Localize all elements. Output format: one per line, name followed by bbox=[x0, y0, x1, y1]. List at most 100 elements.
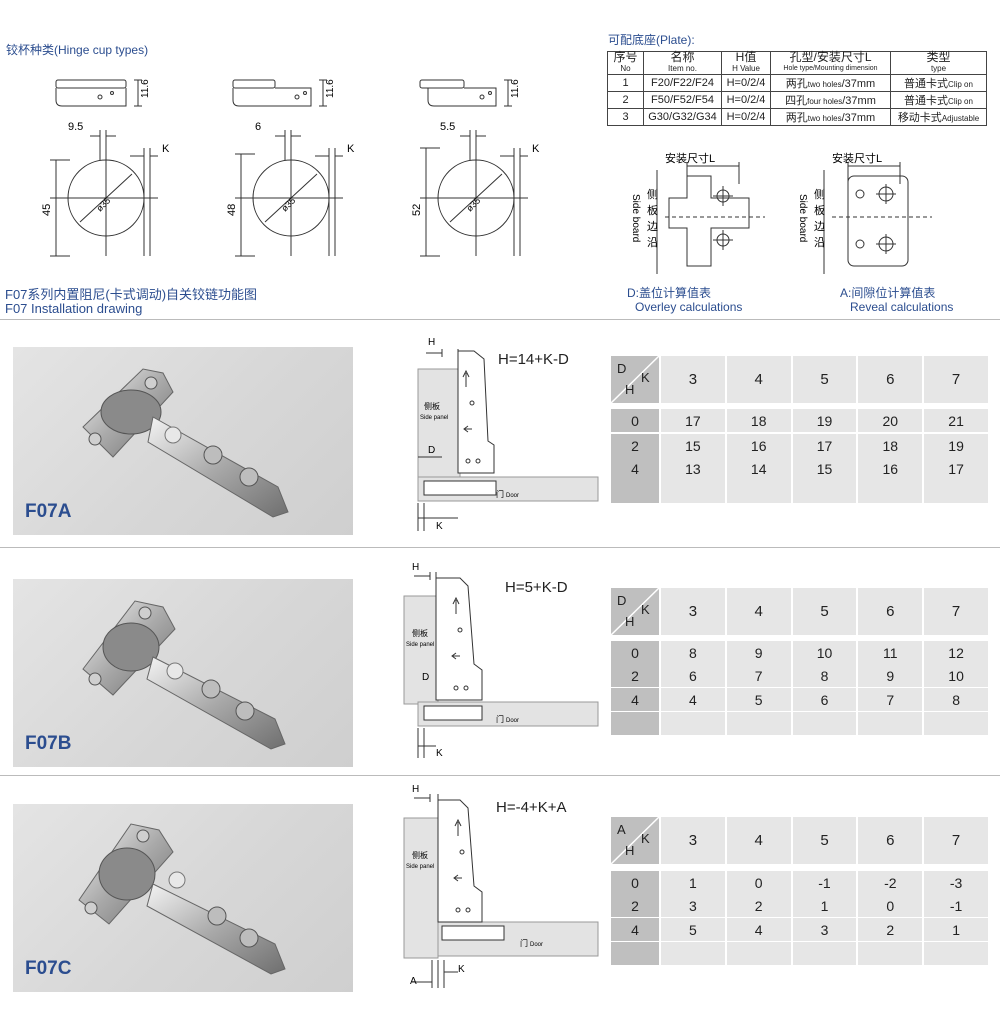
overlay-en: Overley calculations bbox=[635, 300, 743, 314]
corner-k: K bbox=[641, 602, 650, 617]
k-value-cell: 7 bbox=[924, 817, 988, 864]
value-cell: 8 bbox=[792, 664, 857, 687]
plate-drawing-two-holes: 安装尺寸L 侧 板 边 沿 Side board bbox=[630, 151, 765, 274]
label-k: K bbox=[436, 521, 443, 532]
label-door-en: Door bbox=[506, 493, 519, 499]
value-cell: 21 bbox=[924, 409, 988, 432]
corner-h: H bbox=[625, 382, 635, 397]
cup-depth-label: 11.6 bbox=[140, 79, 151, 98]
value-cell: 1 bbox=[661, 871, 725, 894]
h-cell: 2 bbox=[611, 894, 659, 917]
k-value-cell: 5 bbox=[792, 817, 857, 864]
value-cell: 19 bbox=[792, 409, 857, 432]
h-cell bbox=[611, 480, 659, 503]
value-cell: 13 bbox=[661, 457, 725, 480]
hinge-photo-f07c: F07C bbox=[13, 804, 353, 992]
value-table-f07a: D H K 3 4 5 6 7 0 17 18 19 20 21 2 15 16… bbox=[611, 356, 988, 504]
value-cell: 4 bbox=[661, 688, 725, 711]
k-value-cell: 6 bbox=[858, 817, 923, 864]
plate-row: 3 G30/G32/G34 H=0/2/4 两孔two holes/37mm 移… bbox=[607, 108, 987, 126]
table-row: 4 4 5 6 7 8 bbox=[611, 688, 988, 711]
install-drawing-f07a: H D K 侧板 Side panel 门 Door bbox=[417, 337, 599, 532]
plate-cell: F20/F22/F24 bbox=[643, 74, 722, 92]
table-row: 2 15 16 17 18 19 bbox=[611, 434, 988, 457]
value-cell: 14 bbox=[726, 457, 791, 480]
hinge-image bbox=[82, 600, 286, 750]
cup-k-label: K bbox=[162, 143, 170, 155]
value-cell: 18 bbox=[858, 434, 923, 457]
plate-cell: 移动卡式Adjustable bbox=[890, 108, 987, 126]
value-cell bbox=[661, 480, 725, 503]
corner-cell: D H K bbox=[611, 588, 659, 635]
plate-cell: 四孔four holes/37mm bbox=[770, 91, 891, 109]
side-board-char: 沿 bbox=[814, 236, 825, 249]
formula-f07c: H=-4+K+A bbox=[496, 799, 567, 816]
label-door-zh: 门 bbox=[520, 938, 528, 948]
table-row: 0 1 0 -1 -2 -3 bbox=[611, 871, 988, 894]
value-table-header: A H K 3 4 5 6 7 bbox=[611, 817, 988, 864]
table-row bbox=[611, 942, 988, 965]
cup-depth-label: 11.6 bbox=[325, 79, 336, 98]
k-value-cell: 5 bbox=[792, 588, 857, 635]
value-cell: 7 bbox=[858, 688, 923, 711]
value-cell bbox=[792, 480, 857, 503]
section-divider bbox=[0, 319, 1000, 320]
label-side-panel-zh: 侧板 bbox=[424, 401, 440, 411]
value-cell: 19 bbox=[924, 434, 988, 457]
value-cell: -1 bbox=[792, 871, 857, 894]
k-value-cell: 3 bbox=[661, 817, 725, 864]
corner-h: H bbox=[625, 843, 635, 858]
label-h: H bbox=[412, 784, 419, 795]
k-value-cell: 6 bbox=[858, 588, 923, 635]
value-cell: 9 bbox=[858, 664, 923, 687]
label-door-en: Door bbox=[530, 942, 543, 948]
plate-outline bbox=[847, 175, 909, 267]
install-title-zh: F07系列内置阻尼(卡式调动)自关铰链功能图 bbox=[5, 287, 258, 302]
cup-section-title: 铰杯种类(Hinge cup types) bbox=[6, 41, 148, 58]
h-cell: 2 bbox=[611, 664, 659, 687]
value-cell: 20 bbox=[858, 409, 923, 432]
corner-var: D bbox=[617, 593, 627, 608]
reveal-en: Reveal calculations bbox=[850, 300, 954, 314]
plate-cell: 2 bbox=[607, 91, 644, 109]
plate-cell: 两孔two holes/37mm bbox=[770, 108, 891, 126]
value-cell: 1 bbox=[792, 894, 857, 917]
cup-height-label: 45 bbox=[41, 204, 53, 216]
label-side-panel-zh: 侧板 bbox=[412, 850, 428, 860]
cup-offset-label: 6 bbox=[255, 121, 261, 133]
value-cell: 10 bbox=[924, 664, 988, 687]
corner-k: K bbox=[641, 831, 650, 846]
value-cell: -3 bbox=[924, 871, 988, 894]
value-cell bbox=[726, 712, 791, 735]
install-title: F07系列内置阻尼(卡式调动)自关铰链功能图 F07 Installation … bbox=[5, 288, 257, 316]
plate-cell: 普通卡式Clip on bbox=[890, 91, 987, 109]
k-value-cell: 7 bbox=[924, 588, 988, 635]
plate-cell: 两孔two holes/37mm bbox=[770, 74, 891, 92]
plate-cell: F50/F52/F54 bbox=[643, 91, 722, 109]
label-door-zh: 门 bbox=[496, 714, 504, 724]
model-name: F07B bbox=[25, 733, 72, 754]
value-cell: -2 bbox=[858, 871, 923, 894]
reveal-calc-label: A:间隙位计算值表 Reveal calculations bbox=[840, 286, 953, 314]
value-cell: -1 bbox=[924, 894, 988, 917]
label-side-panel-zh: 侧板 bbox=[412, 628, 428, 638]
value-cell: 16 bbox=[858, 457, 923, 480]
table-row bbox=[611, 480, 988, 503]
value-cell: 18 bbox=[726, 409, 791, 432]
k-value-cell: 5 bbox=[792, 356, 857, 403]
k-value-cell: 4 bbox=[726, 817, 791, 864]
value-cell: 17 bbox=[792, 434, 857, 457]
value-cell: 3 bbox=[661, 894, 725, 917]
label-side-panel-en: Side panel bbox=[406, 642, 434, 648]
plate-row: 1 F20/F22/F24 H=0/2/4 两孔two holes/37mm 普… bbox=[607, 74, 987, 92]
side-board-char: 侧 bbox=[647, 188, 658, 201]
h-cell: 4 bbox=[611, 918, 659, 941]
cup-drawing-2: 11.6 6 K 48 ø35 bbox=[226, 79, 355, 257]
h-cell: 0 bbox=[611, 409, 659, 432]
value-cell bbox=[792, 712, 857, 735]
corner-var: D bbox=[617, 361, 627, 376]
